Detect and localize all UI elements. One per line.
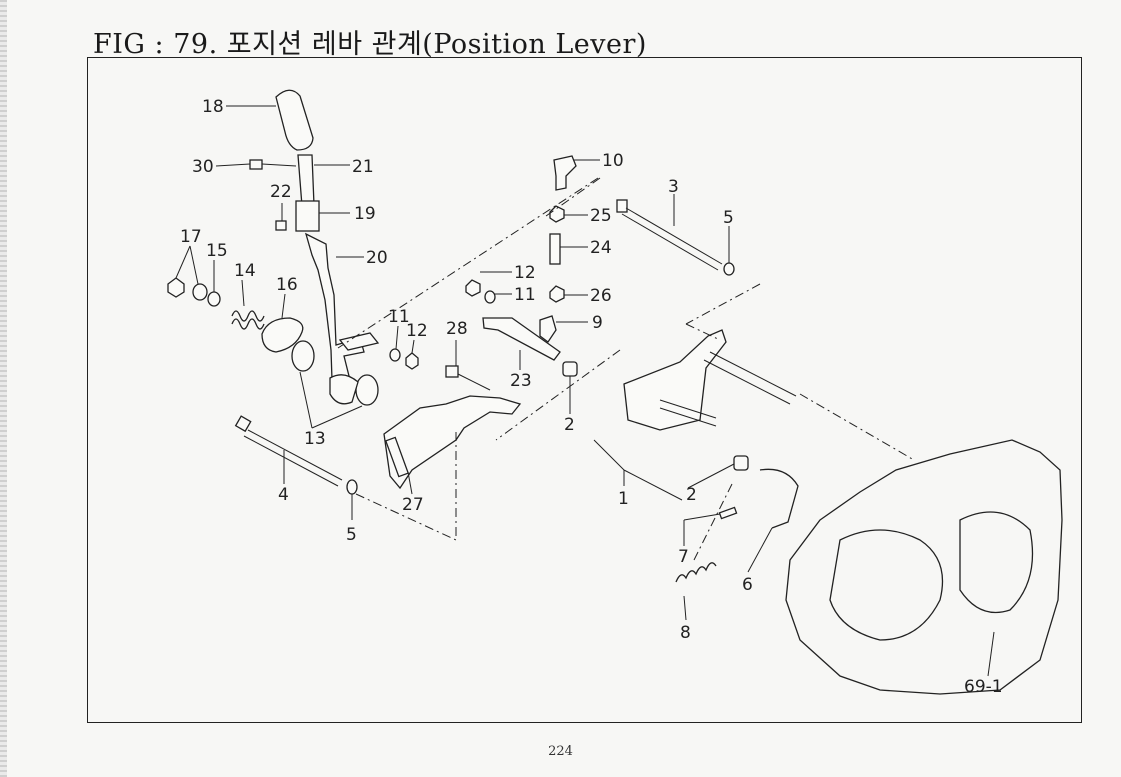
collar-2b-part <box>733 455 749 471</box>
callout-2-right: 2 <box>686 485 697 505</box>
spring-8-part <box>675 562 717 583</box>
lever-assembly-1-part <box>623 329 727 431</box>
callout-23: 23 <box>510 371 532 391</box>
spring-14-part <box>231 310 265 322</box>
bolt-22-part <box>275 220 287 231</box>
rod-3-part <box>616 199 628 213</box>
callout-12-upper: 12 <box>514 263 536 283</box>
callout-27: 27 <box>402 495 424 515</box>
bracket-27-part <box>383 395 522 490</box>
callout-4: 4 <box>278 485 289 505</box>
callout-5-right: 5 <box>723 208 734 228</box>
disc-13b-part <box>355 374 379 406</box>
lever-20-part <box>304 232 365 399</box>
callout-20: 20 <box>366 248 388 268</box>
callout-13: 13 <box>304 429 326 449</box>
nut-17-part <box>167 277 185 298</box>
washer-11a-part <box>389 348 401 362</box>
callout-15: 15 <box>206 241 228 261</box>
callout-10: 10 <box>602 151 624 171</box>
washer-15-part <box>207 291 221 307</box>
callout-6: 6 <box>742 575 753 595</box>
nut-12b-part <box>465 279 481 297</box>
callout-25: 25 <box>590 206 612 226</box>
callout-11-upper: 11 <box>514 285 536 305</box>
callout-7: 7 <box>678 547 689 567</box>
diagram-frame <box>87 57 1082 723</box>
callout-16: 16 <box>276 275 298 295</box>
nut-25-part <box>549 205 565 223</box>
callout-22: 22 <box>270 182 292 202</box>
bracket-foot-part <box>338 332 380 351</box>
bracket-19-part <box>295 200 320 232</box>
callout-21: 21 <box>352 157 374 177</box>
hook-6-part <box>759 468 799 529</box>
callout-69-1: 69-1 <box>964 677 1003 697</box>
disc-13a-part <box>291 340 315 372</box>
scan-edge <box>0 0 7 777</box>
callout-12-left: 12 <box>406 321 428 341</box>
callout-14: 14 <box>234 261 256 281</box>
washer-17-part <box>192 283 208 301</box>
plate-16-part <box>261 317 304 353</box>
shaft-23-part <box>482 317 561 361</box>
callout-24: 24 <box>590 238 612 258</box>
transmission-housing-part <box>785 439 1063 695</box>
callout-5-left: 5 <box>346 525 357 545</box>
pin-7-part <box>718 506 738 520</box>
long-bolt-4-part <box>234 415 252 433</box>
callout-1: 1 <box>618 489 629 509</box>
callout-30: 30 <box>192 157 214 177</box>
callout-26: 26 <box>590 286 612 306</box>
figure-title: FIG : 79. 포지션 레바 관계(Position Lever) <box>93 29 647 60</box>
nut-12a-part <box>405 352 419 370</box>
callout-8: 8 <box>680 623 691 643</box>
callout-18: 18 <box>202 97 224 117</box>
stud-24-part <box>549 233 561 265</box>
callout-11-left: 11 <box>388 307 410 327</box>
knob-part <box>275 89 314 151</box>
nut-26-part <box>549 285 565 303</box>
lever-upper-part <box>297 154 315 207</box>
callout-9: 9 <box>592 313 603 333</box>
collar-2a-part <box>562 361 578 377</box>
washer-5a-part <box>346 479 358 495</box>
callout-17: 17 <box>180 227 202 247</box>
callout-19: 19 <box>354 204 376 224</box>
callout-2-left: 2 <box>564 415 575 435</box>
callout-28: 28 <box>446 319 468 339</box>
bolt-9-part <box>539 315 557 343</box>
bolt-30-part <box>249 159 263 170</box>
page-number: 224 <box>548 744 573 759</box>
ball-joint-10-part <box>553 155 577 191</box>
bolt-28-part <box>445 365 459 378</box>
washer-11b-part <box>484 290 496 304</box>
washer-5b-part <box>723 262 735 276</box>
callout-3: 3 <box>668 177 679 197</box>
